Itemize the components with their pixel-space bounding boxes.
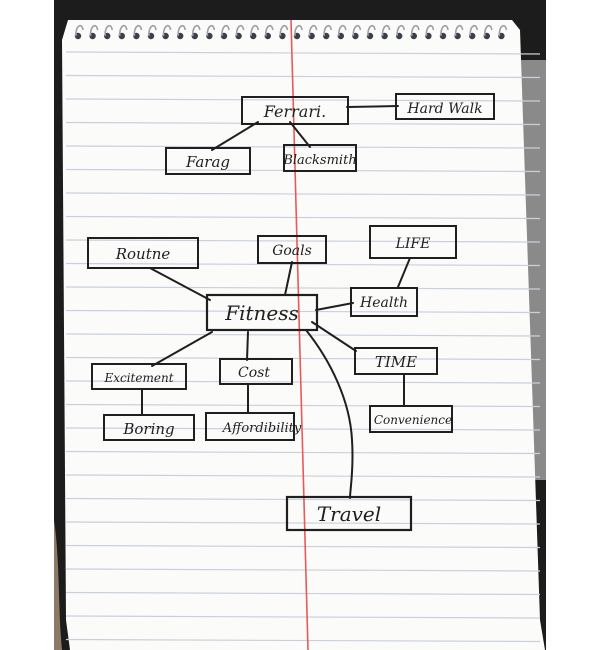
spiral-ring — [294, 24, 303, 37]
convenience-box — [369, 405, 453, 433]
spiral-ring — [162, 24, 172, 37]
health-box — [350, 287, 418, 317]
spiral-ring — [279, 24, 289, 37]
spiral-ring — [118, 24, 128, 37]
fitness-label: Fitness — [224, 301, 299, 325]
travel-box — [285, 495, 413, 532]
time-label: TIME — [375, 353, 417, 371]
spiral-ring — [425, 24, 435, 37]
spiral-ring — [396, 24, 405, 37]
goals-label: Goals — [272, 243, 312, 259]
spiral-ring — [221, 24, 230, 37]
rule-line — [65, 568, 541, 572]
hand-at-edge — [54, 520, 62, 650]
ferrari-mind-map: Ferrari. Hard Walk Farag Blacksmith — [165, 93, 495, 175]
rule-line — [65, 615, 541, 619]
spiral-ring — [89, 24, 99, 37]
rule-line — [65, 521, 541, 525]
spiral-ring — [308, 24, 318, 37]
spiral-ring — [250, 24, 259, 37]
rule-line — [65, 145, 541, 149]
rule-line — [65, 215, 541, 220]
affordability-label: Affordibility — [222, 421, 302, 436]
blacksmith-box — [283, 144, 357, 172]
life-box — [369, 225, 457, 259]
spiral-binding — [74, 24, 508, 40]
rule-line — [65, 638, 541, 643]
spiral-ring — [235, 24, 245, 37]
spiral-ring — [133, 24, 143, 37]
excitement-label: Excitement — [103, 371, 173, 385]
farag-label: Farag — [185, 153, 230, 171]
routine-label: Routne — [115, 245, 171, 263]
spiral-ring — [454, 24, 464, 37]
spiral-ring — [104, 24, 113, 37]
convenience-label: Convenience — [374, 413, 452, 427]
spiral-ring — [352, 24, 362, 37]
spiral-ring — [440, 24, 449, 37]
spiral-ring — [381, 24, 391, 37]
boring-label: Boring — [122, 420, 174, 438]
rule-line — [65, 74, 541, 79]
farag-box — [165, 147, 251, 175]
hard-walk-box — [395, 93, 495, 120]
routine-box — [87, 237, 199, 269]
goals-box — [257, 235, 327, 264]
rule-line — [65, 98, 541, 102]
spiral-ring — [264, 24, 274, 37]
fitness-mind-map: Fitness Routne Goals LIFE Health TIME Co… — [87, 225, 457, 532]
spiral-ring — [367, 24, 376, 37]
affordability-box — [205, 412, 295, 441]
spiral-ring — [498, 24, 508, 37]
cost-box — [219, 358, 293, 385]
time-box — [354, 347, 438, 375]
travel-label: Travel — [317, 502, 381, 526]
spiral-ring — [148, 24, 157, 37]
rule-line — [65, 286, 541, 290]
rule-line — [65, 262, 541, 267]
spiral-ring — [410, 24, 420, 37]
fitness-box — [205, 293, 319, 332]
spiral-ring — [469, 24, 478, 37]
rule-line — [65, 591, 541, 596]
connector-lines — [141, 105, 411, 499]
cost-label: Cost — [238, 365, 270, 381]
hard-walk-label: Hard Walk — [406, 101, 482, 117]
spiral-ring — [323, 24, 332, 37]
health-label: Health — [359, 295, 408, 311]
ferrari-box — [241, 96, 349, 125]
rule-line — [65, 497, 541, 502]
life-label: LIFE — [395, 236, 431, 252]
blacksmith-label: Blacksmith — [282, 153, 356, 168]
rule-line — [65, 333, 541, 337]
rule-line — [65, 544, 541, 549]
rule-line — [65, 192, 541, 196]
rule-line — [65, 51, 541, 55]
spiral-ring — [483, 24, 493, 37]
spiral-ring — [75, 24, 84, 37]
boring-box — [103, 414, 195, 441]
rule-line — [65, 239, 541, 243]
rule-line — [65, 309, 541, 314]
ferrari-label: Ferrari. — [263, 102, 326, 121]
rule-line — [65, 427, 541, 431]
rule-line — [65, 380, 541, 384]
spiral-ring — [206, 24, 216, 37]
spiral-ring — [177, 24, 186, 37]
spiral-ring — [191, 24, 201, 37]
spiral-ring — [337, 24, 347, 37]
excitement-box — [91, 363, 187, 390]
rule-line — [65, 403, 541, 408]
rule-line — [65, 356, 541, 361]
ruled-lines — [65, 51, 541, 643]
